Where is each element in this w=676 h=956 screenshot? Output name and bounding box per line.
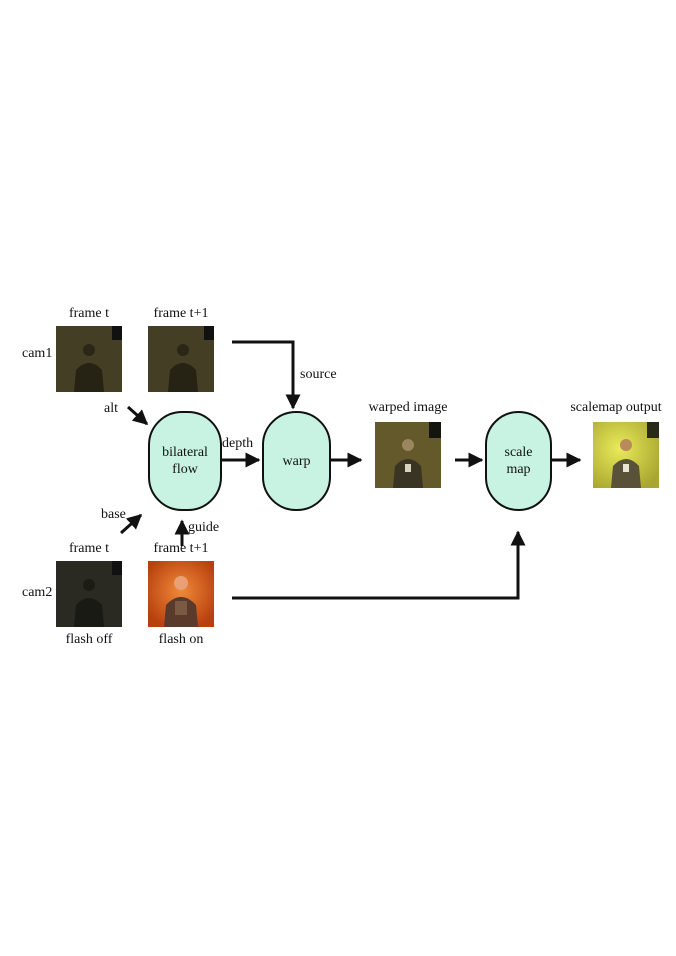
- alt-edge-label: alt: [104, 401, 118, 416]
- cam2-frame-t1-title: frame t+1: [153, 541, 209, 556]
- base-edge-label: base: [101, 507, 126, 522]
- cam1-frame-t-title: frame t: [68, 306, 110, 321]
- base-arrow: [119, 513, 143, 535]
- cam1-frame-t-photo: [56, 326, 122, 392]
- guide-edge-label: guide: [188, 520, 220, 535]
- bilateral-flow-node: bilateral flow: [148, 411, 222, 511]
- cam1-frame-t1-title: frame t+1: [153, 306, 209, 321]
- warped-image-photo: [375, 422, 441, 488]
- scale-map-node: scale map: [485, 411, 552, 511]
- flash-on-caption: flash on: [158, 632, 204, 647]
- cam2-frame-t-photo: [56, 561, 122, 627]
- flash-to-scale-arrow: [232, 530, 526, 600]
- warp-node: warp: [262, 411, 331, 511]
- warped-image-caption: warped image: [368, 400, 448, 415]
- alt-arrow: [126, 405, 149, 426]
- cam2-frame-t-title: frame t: [68, 541, 110, 556]
- cam2-label: cam2: [22, 585, 53, 600]
- flash-off-caption: flash off: [65, 632, 113, 647]
- scalemap-output-photo: [593, 422, 659, 488]
- depth-edge-label: depth: [222, 436, 254, 451]
- cam2-frame-t1-photo: [148, 561, 214, 627]
- source-arrow: [232, 340, 301, 410]
- scalemap-output-caption: scalemap output: [570, 400, 662, 415]
- cam1-label: cam1: [22, 346, 53, 361]
- cam1-frame-t1-photo: [148, 326, 214, 392]
- source-edge-label: source: [300, 367, 337, 382]
